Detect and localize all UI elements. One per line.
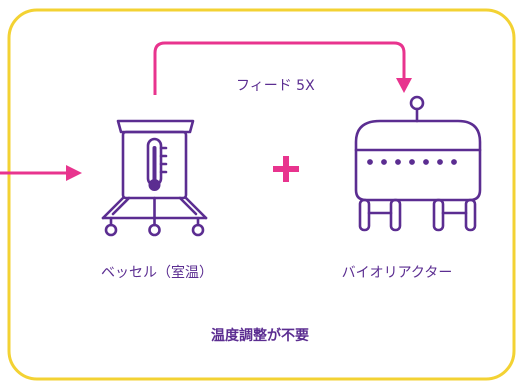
temperature-note: 温度調整が不要 — [211, 328, 309, 344]
feed-arrow — [153, 41, 412, 95]
incoming-arrow — [0, 165, 82, 181]
frame-border — [7, 8, 516, 381]
vessel-label: ベッセル（室温） — [101, 265, 213, 281]
plus-icon — [273, 156, 299, 182]
bioreactor-icon — [354, 95, 482, 232]
vessel-with-thermometer-icon — [101, 119, 208, 237]
feed-label: フィード 5X — [236, 78, 315, 94]
bioreactor-label: バイオリアクター — [341, 265, 453, 281]
